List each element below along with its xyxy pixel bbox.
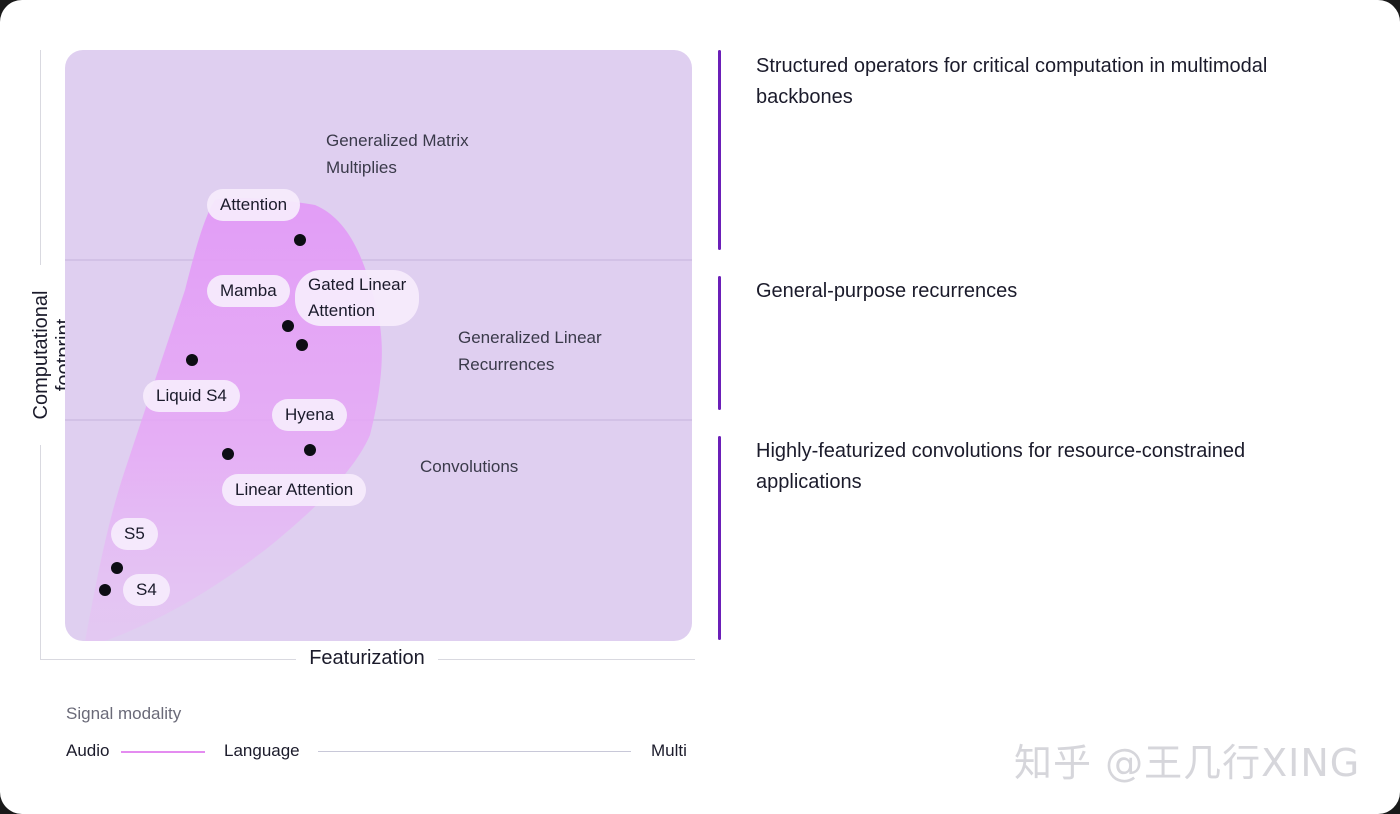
- plot-area: Generalized Matrix Multiplies Generalize…: [65, 50, 692, 641]
- model-label-s4: S4: [123, 574, 170, 606]
- point-liquid-s4: [186, 354, 198, 366]
- model-label-gated-linear-attention: Gated Linear Attention: [295, 270, 420, 326]
- x-axis-label: Featurization: [296, 647, 438, 673]
- model-label-s5: S5: [111, 518, 158, 550]
- description-matrix: Structured operators for critical comput…: [756, 55, 1268, 108]
- legend-audio: Audio: [66, 741, 110, 760]
- region-label-linear-recurrences: Generalized Linear Recurrences: [458, 328, 602, 374]
- model-label-mamba: Mamba: [207, 275, 290, 307]
- y-axis-label: Computational footprint: [30, 265, 75, 445]
- model-label-hyena: Hyena: [272, 399, 348, 431]
- legend-multi: Multi: [651, 741, 687, 760]
- point-mamba: [282, 320, 294, 332]
- point-s5: [111, 562, 123, 574]
- legend-language: Language: [224, 741, 300, 760]
- point-attention: [294, 234, 306, 246]
- legend-title: Signal modality: [66, 704, 182, 723]
- legend-line-audio: [121, 751, 205, 753]
- point-linear-attention: [222, 448, 234, 460]
- region-label-matrix-multiplies: Generalized Matrix Multiplies: [326, 131, 469, 177]
- description-recurrences: General-purpose recurrences: [756, 280, 1018, 302]
- section-bar-recurrences: [718, 276, 721, 410]
- section-bar-convolutions: [718, 436, 721, 640]
- model-label-linear-attention: Linear Attention: [222, 474, 367, 506]
- model-label-attention: Attention: [207, 189, 301, 221]
- region-label-convolutions: Convolutions: [420, 457, 519, 476]
- watermark: 知乎 @王几行XING: [1014, 741, 1361, 785]
- description-convolutions: Highly-featurized convolutions for resou…: [756, 440, 1246, 493]
- legend-line-language: [318, 751, 631, 752]
- point-hyena: [304, 444, 316, 456]
- point-s4: [99, 584, 111, 596]
- point-gated-linear-attention: [296, 339, 308, 351]
- section-bar-matrix: [718, 50, 721, 250]
- model-label-liquid-s4: Liquid S4: [143, 380, 240, 412]
